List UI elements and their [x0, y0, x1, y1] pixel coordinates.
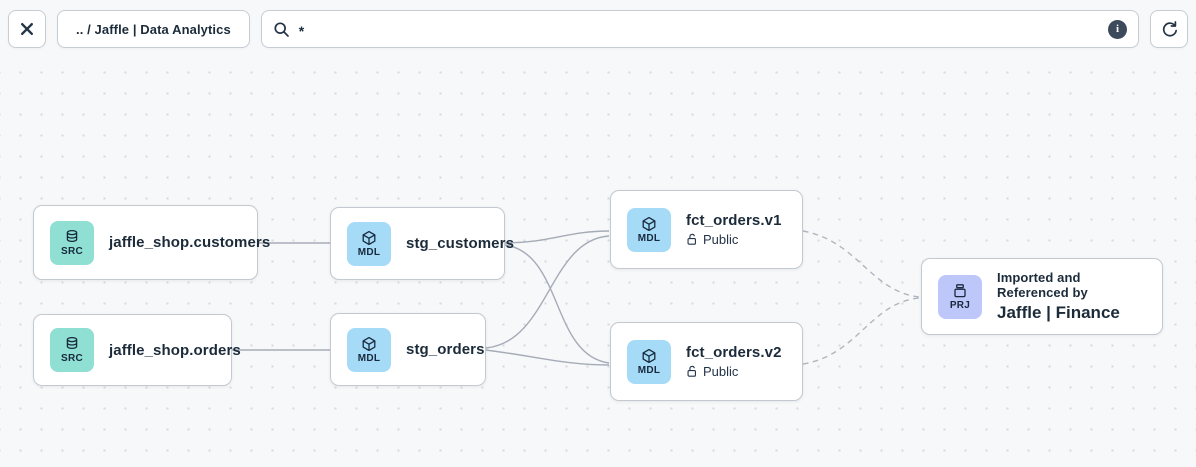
badge-code: SRC	[60, 353, 83, 364]
badge-code: PRJ	[949, 299, 971, 311]
cube-icon	[362, 230, 376, 245]
project-title: Jaffle | Finance	[997, 303, 1120, 322]
access-label: Public	[703, 232, 739, 247]
search-icon	[274, 21, 289, 37]
model-badge: MDL	[627, 339, 671, 384]
archive-box-icon	[954, 283, 966, 297]
badge-code: MDL	[357, 352, 381, 364]
breadcrumb-label: .. / Jaffle | Data Analytics	[76, 21, 231, 37]
breadcrumb[interactable]: .. / Jaffle | Data Analytics	[57, 10, 250, 48]
source-badge: SRC	[50, 220, 94, 265]
node-title: stg_customers	[406, 235, 515, 252]
refresh-icon	[1162, 20, 1177, 37]
edge-stg-customers-to-fct-v1	[504, 230, 610, 244]
node-model-fct-orders-v1[interactable]: MDL fct_orders.v1 Public	[610, 190, 803, 269]
node-project-jaffle-finance[interactable]: PRJ Imported and Referenced by Jaffle | …	[921, 258, 1163, 335]
database-icon	[66, 229, 78, 242]
model-badge: MDL	[347, 221, 391, 266]
node-model-stg-orders[interactable]: MDL stg_orders	[330, 313, 486, 386]
close-button[interactable]	[8, 10, 46, 48]
lock-open-icon	[687, 365, 696, 377]
badge-code: MDL	[637, 232, 661, 244]
node-title: jaffle_shop.customers	[109, 234, 271, 251]
edge-stg-orders-to-fct-v1	[485, 235, 610, 349]
database-icon	[66, 336, 78, 350]
edge-fct-v1-to-project	[802, 230, 920, 298]
badge-code: MDL	[637, 364, 661, 376]
source-badge: SRC	[50, 328, 94, 372]
edge-stg-orders-to-fct-v2	[485, 349, 610, 366]
badge-code: MDL	[357, 246, 381, 258]
project-badge: PRJ	[938, 274, 982, 319]
close-icon	[21, 23, 33, 35]
search-input-value[interactable]: *	[298, 22, 305, 39]
node-source-jaffle-shop-orders[interactable]: SRC jaffle_shop.orders	[33, 314, 241, 386]
project-subtitle: Imported and Referenced by	[997, 270, 1088, 300]
edge-stg-customers-to-fct-v2	[504, 244, 610, 364]
node-model-fct-orders-v2[interactable]: MDL fct_orders.v2 Public	[610, 322, 803, 401]
node-source-jaffle-shop-customers[interactable]: SRC jaffle_shop.customers	[33, 205, 270, 280]
node-title: stg_orders	[406, 341, 485, 358]
toolbar: .. / Jaffle | Data Analytics * i	[8, 10, 1188, 48]
access-label: Public	[703, 364, 739, 379]
info-icon[interactable]: i	[1108, 19, 1127, 39]
edge-fct-v2-to-project	[802, 297, 920, 365]
badge-code: SRC	[60, 245, 83, 257]
node-title: fct_orders.v1	[686, 212, 782, 229]
lock-open-icon	[687, 233, 696, 245]
access-row: Public	[686, 364, 782, 379]
cube-icon	[642, 348, 656, 363]
cube-icon	[362, 336, 376, 351]
model-badge: MDL	[347, 327, 391, 372]
access-row: Public	[686, 232, 782, 247]
model-badge: MDL	[627, 207, 671, 252]
search-box[interactable]: * i	[260, 10, 1139, 48]
node-model-stg-customers[interactable]: MDL stg_customers	[330, 207, 514, 280]
node-title: jaffle_shop.orders	[109, 341, 241, 359]
refresh-button[interactable]	[1150, 10, 1188, 48]
node-title: fct_orders.v2	[686, 344, 782, 361]
cube-icon	[642, 216, 656, 231]
